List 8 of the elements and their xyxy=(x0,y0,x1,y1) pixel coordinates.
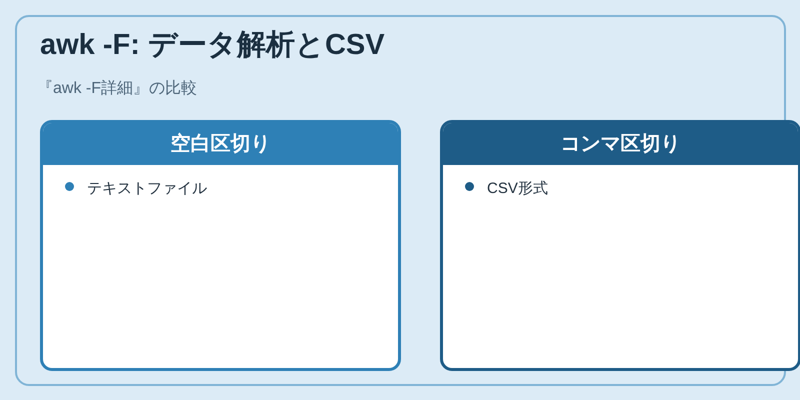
card xyxy=(440,120,800,371)
list-item: CSV形式 xyxy=(487,179,548,199)
card-header: 空白区切り xyxy=(43,123,398,165)
list-item: テキストファイル xyxy=(87,179,207,199)
title: awk -F: データ解析とCSV xyxy=(40,28,385,63)
subtitle: 『awk -F詳細』の比較 xyxy=(37,78,197,99)
card-header: コンマ区切り xyxy=(443,123,798,165)
card xyxy=(40,120,401,371)
